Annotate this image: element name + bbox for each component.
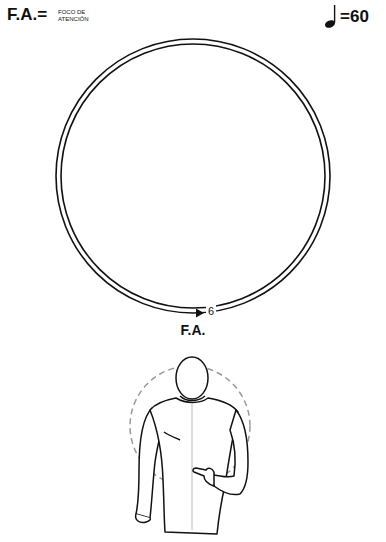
collar [180,396,205,401]
note-stem [334,5,335,23]
right-arm [210,410,248,495]
inner-ring [61,44,325,308]
tempo-marking: =60 [340,8,369,27]
outer-ring [56,39,330,313]
head [176,357,208,399]
pointing-hand [193,468,214,486]
torso [150,398,238,534]
left-hand [136,514,151,523]
person-figure [136,357,248,534]
legend-key: F.A.= [7,6,47,25]
direction-arrow [196,309,204,318]
focus-label: F.A. [181,323,206,338]
callout-number: 6 [206,305,216,317]
legend-definition: FOCO DE ATENCIÓN [58,9,96,22]
jacket-seam [192,404,193,530]
fold-line [164,432,180,440]
